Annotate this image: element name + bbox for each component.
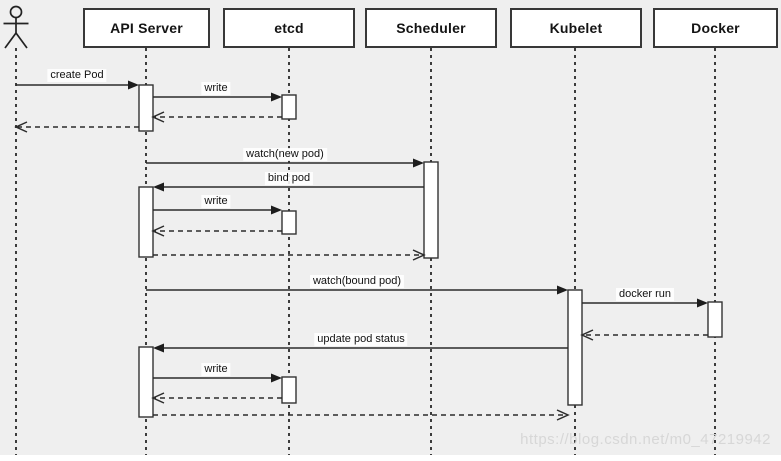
call-arrows [16, 84, 698, 379]
message-label-bind-pod: bind pod [264, 172, 314, 185]
activation-etcd-1 [281, 94, 297, 120]
message-label-write-3: write [201, 363, 231, 376]
csdn-watermark: https://blog.csdn.net/m0_47219942 [520, 431, 771, 448]
participant-docker: Docker [653, 8, 778, 48]
call-arrowheads [128, 80, 708, 383]
lifelines [15, 48, 716, 455]
activation-api-server-1 [138, 84, 154, 132]
activation-etcd-3 [281, 376, 297, 404]
participant-etcd: etcd [223, 8, 355, 48]
message-label-create-pod: create Pod [47, 69, 107, 82]
message-label-docker-run: docker run [616, 288, 674, 301]
user-actor-icon [3, 5, 29, 49]
activation-etcd-2 [281, 210, 297, 235]
return-arrows [14, 111, 708, 421]
participant-api-server: API Server [83, 8, 210, 48]
message-label-watch-new-pod: watch(new pod) [243, 148, 327, 161]
bottom-edge-strip [0, 455, 781, 461]
activation-docker [707, 301, 723, 338]
message-label-write-1: write [201, 82, 231, 95]
activation-kubelet [567, 289, 583, 406]
activation-bars [138, 84, 723, 418]
activation-scheduler [423, 161, 439, 259]
participant-scheduler: Scheduler [365, 8, 497, 48]
activation-api-server-3 [138, 346, 154, 418]
message-label-write-2: write [201, 195, 231, 208]
message-label-watch-bound-pod: watch(bound pod) [309, 275, 405, 288]
activation-api-server-2 [138, 186, 154, 258]
message-label-update-pod-status: update pod status [314, 333, 408, 346]
participant-kubelet: Kubelet [510, 8, 642, 48]
